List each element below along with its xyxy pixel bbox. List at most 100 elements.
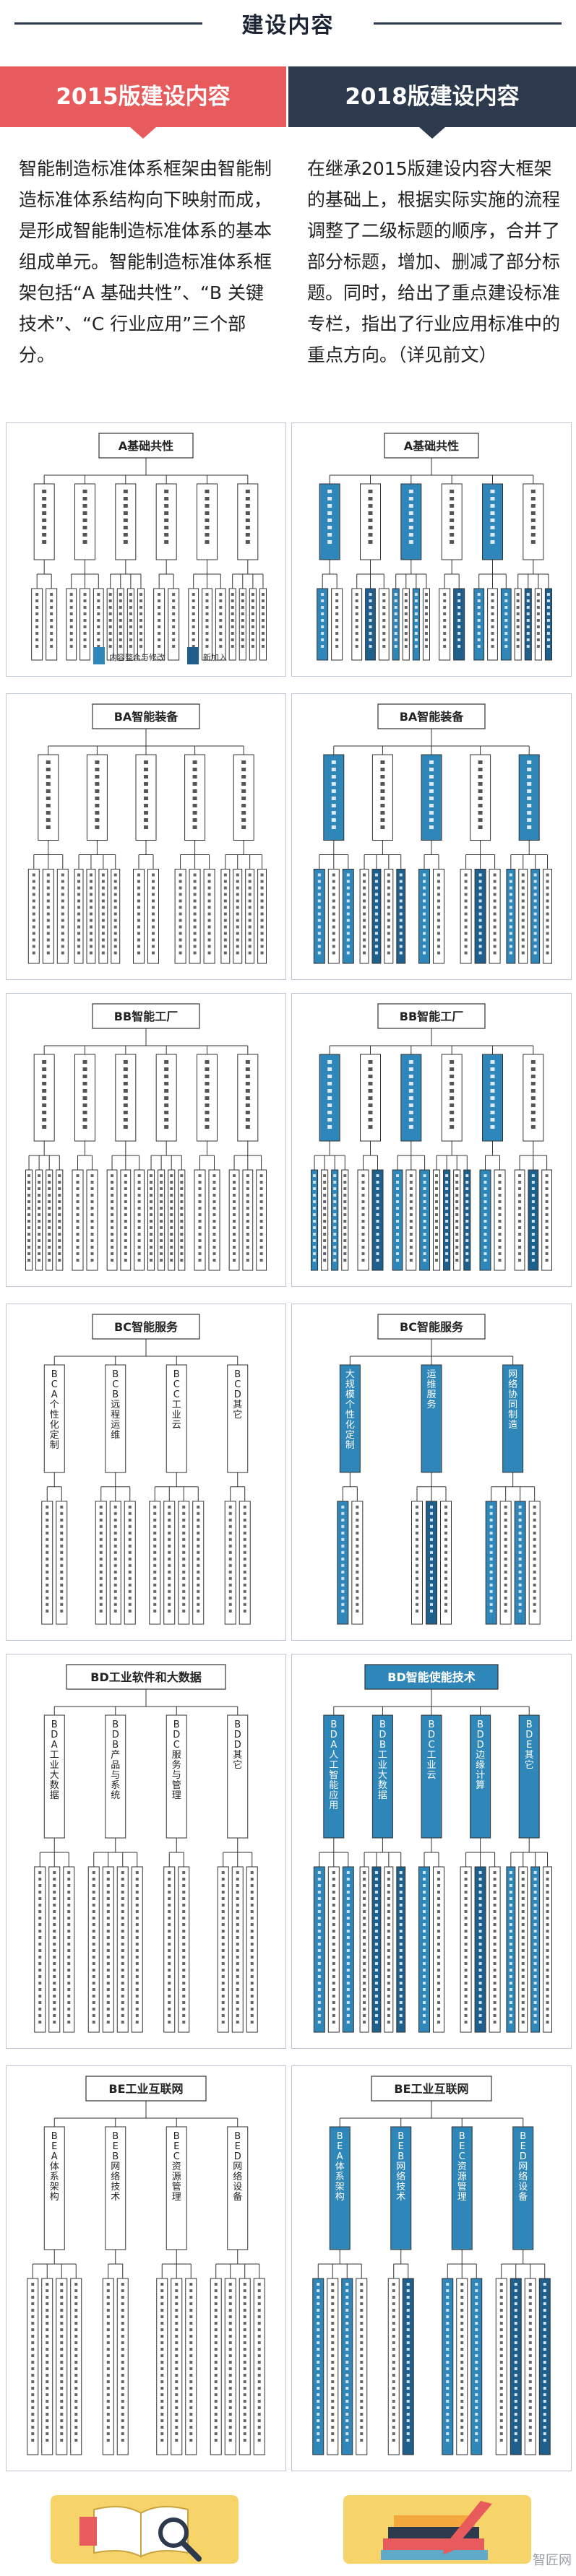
diagram-leaf-node [79, 588, 90, 661]
diagram-root-label: BA智能装备 [114, 710, 179, 724]
diagram-branch-label: 运维服务 [426, 1369, 436, 1410]
diagram-leaf-node [544, 588, 552, 661]
diagram-branch-label: 大规模个性化定制 [345, 1369, 355, 1451]
diagram-leaf-node [402, 2278, 414, 2455]
books-pencil-icon [343, 2488, 531, 2567]
diagram-branch-node [371, 1714, 393, 1839]
diagram-leaf-node [249, 588, 257, 661]
diagram-leaf-node [538, 2278, 551, 2455]
diagram-leaf-node [253, 2278, 265, 2455]
diagram-root-node [66, 1664, 226, 1690]
diagram-leaf-node [109, 1501, 121, 1625]
diagram-leaf-node [56, 1501, 68, 1625]
diagram-leaf-node [506, 869, 516, 964]
header-rule-right [374, 22, 562, 25]
diagram-leaf-node [439, 588, 451, 661]
diagram-leaf-node [433, 869, 444, 964]
diagram-leaf-node [530, 869, 541, 964]
diagram-leaf-node [98, 869, 108, 964]
diagram-leaf-node [356, 2278, 368, 2455]
diagram-leaf-node [402, 588, 410, 661]
diagram-branch-node [43, 2126, 65, 2250]
left-diagram-3: BB智能工厂 [6, 993, 286, 1287]
diagram-leaf-node [514, 1501, 526, 1625]
left-diagram-2: BA智能装备 [6, 693, 286, 980]
diagram-root-node [377, 1003, 486, 1029]
diagram-branch-node [470, 1714, 491, 1839]
left-heading-pointer [130, 127, 156, 139]
diagram-leaf-node [41, 1501, 53, 1625]
diagram-leaf-node [168, 588, 180, 661]
diagram-leaf-node [489, 869, 501, 964]
diagram-leaf-node [351, 1501, 364, 1625]
diagram-leaf-node [163, 1501, 176, 1625]
diagram-leaf-node [317, 588, 329, 661]
diagram-branch-node [105, 2126, 126, 2250]
diagram-leaf-node [312, 2278, 324, 2455]
diagram-branch-node [227, 1714, 249, 1839]
diagram-root-label: BD智能使能技术 [387, 1670, 475, 1684]
diagram-leaf-node [238, 1501, 251, 1625]
diagram-leaf-node [70, 2278, 82, 2455]
diagram-leaf-node [224, 2278, 236, 2455]
diagram-root-node [85, 2076, 207, 2102]
diagram-leaf-node [500, 588, 512, 661]
diagram-leaf-node [46, 588, 58, 661]
diagram-leaf-node [156, 2278, 168, 2455]
diagram-leaf-node [528, 1501, 541, 1625]
diagram-leaf-node [124, 1501, 136, 1625]
diagram-leaf-node [524, 2278, 536, 2455]
diagram-leaf-node [116, 588, 124, 661]
left-column-heading: 2015版建设内容 [0, 66, 286, 127]
diagram-branch-node [323, 1714, 345, 1839]
diagram-leaf-node [192, 1501, 205, 1625]
diagram-leaf-node [412, 588, 420, 661]
diagram-leaf-node [313, 869, 325, 964]
diagram-leaf-node [474, 869, 486, 964]
diagram-root-node [92, 1314, 200, 1340]
diagram-leaf-node [56, 869, 69, 964]
header-rule-left [14, 22, 202, 25]
diagram-leaf-node [203, 869, 215, 964]
diagram-leaf-node [342, 869, 354, 964]
diagram-leaf-node [189, 869, 201, 964]
diagram-root-label: BB智能工厂 [114, 1010, 178, 1023]
diagram-leaf-node [245, 869, 255, 964]
right-diagram-1: A基础共性 [291, 422, 572, 677]
diagram-leaf-node [359, 869, 369, 964]
diagram-root-node [98, 433, 194, 459]
diagram-leaf-node [534, 588, 542, 661]
diagram-leaf-node [86, 869, 96, 964]
diagram-leaf-node [387, 2278, 400, 2455]
diagram-leaf-node [42, 869, 54, 964]
diagram-leaf-node [487, 588, 498, 661]
diagram-leaf-node [137, 588, 145, 661]
diagram-leaf-node [456, 2278, 468, 2455]
diagram-leaf-node [111, 869, 121, 964]
diagram-leaf-node [495, 2278, 507, 2455]
diagram-leaf-node [371, 869, 382, 964]
diagram-leaf-node [238, 2278, 251, 2455]
diagram-leaf-node [341, 2278, 353, 2455]
diagram-leaf-node [56, 2278, 68, 2455]
diagram-leaf-node [257, 869, 267, 964]
diagram-leaf-node [215, 588, 226, 661]
right-description: 在继承2015版建设内容大框架的基础上，根据实际实施的流程调整了二级标题的顺序，… [307, 158, 561, 365]
diagram-branch-node [227, 1364, 249, 1473]
right-diagram-3: BB智能工厂 [291, 993, 572, 1287]
diagram-branch-node [451, 2126, 473, 2250]
diagram-leaf-node [392, 588, 400, 661]
diagram-leaf-node [396, 869, 406, 964]
